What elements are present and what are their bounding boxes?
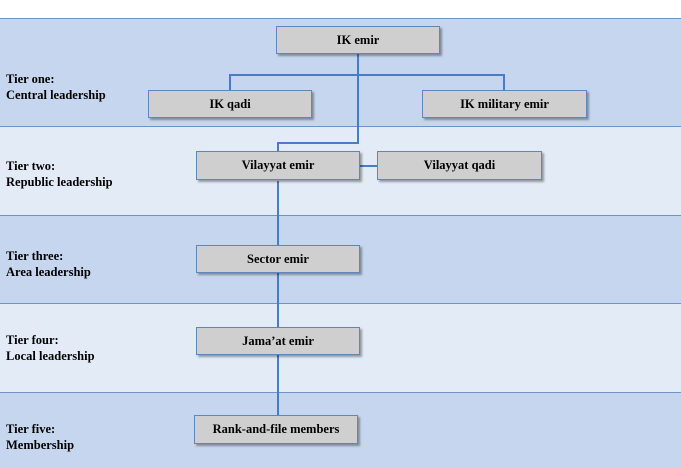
- tier-number: Tier two:: [6, 159, 56, 173]
- tier-title: Central leadership: [6, 88, 106, 102]
- ik-qadi-label: IK qadi: [209, 96, 251, 111]
- ik-emir-label: IK emir: [336, 32, 380, 47]
- ik-emir-box: IK emir: [276, 26, 440, 54]
- vilayyat-emir-label: Vilayyat emir: [241, 158, 315, 172]
- ik-military-emir-box: IK military emir: [422, 90, 587, 118]
- tier-label-2: Tier two: Republic leadership: [6, 158, 113, 190]
- sector-emir-box: Sector emir: [196, 245, 360, 273]
- rank-and-file-label: Rank-and-file members: [212, 422, 340, 436]
- tier-title: Area leadership: [6, 265, 91, 279]
- tier-number: Tier four:: [6, 333, 59, 347]
- tier-number: Tier three:: [6, 249, 64, 263]
- tier-title: Republic leadership: [6, 175, 113, 189]
- tier-label-4: Tier four: Local leadership: [6, 332, 95, 364]
- tier-label-1: Tier one: Central leadership: [6, 71, 106, 103]
- tier-title: Membership: [6, 438, 75, 452]
- tier-number: Tier five:: [6, 422, 56, 436]
- vilayyat-emir-box: Vilayyat emir: [196, 151, 360, 180]
- jamaat-emir-label: Jama’at emir: [242, 333, 314, 348]
- rank-and-file-box: Rank-and-file members: [194, 415, 358, 444]
- vilayyat-qadi-label: Vilayyat qadi: [423, 158, 496, 172]
- tier-number: Tier one:: [6, 72, 55, 86]
- ik-qadi-box: IK qadi: [148, 90, 312, 118]
- sector-emir-label: Sector emir: [247, 251, 309, 266]
- vilayyat-qadi-box: Vilayyat qadi: [377, 151, 542, 180]
- tier-label-5: Tier five: Membership: [6, 421, 74, 453]
- tier-label-3: Tier three: Area leadership: [6, 248, 91, 280]
- jamaat-emir-box: Jama’at emir: [196, 327, 360, 355]
- tier-title: Local leadership: [6, 349, 95, 363]
- ik-military-emir-label: IK military emir: [460, 96, 549, 111]
